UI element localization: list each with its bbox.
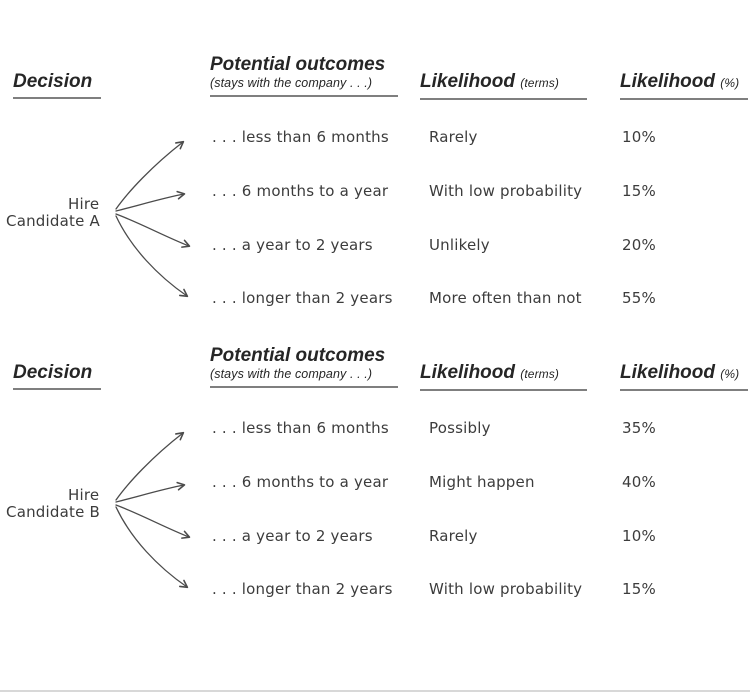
likelihood-terms-title: Likelihood — [420, 71, 515, 92]
column-header-potential-outcomes: Potential outcomes (stays with the compa… — [210, 345, 398, 388]
decision-node-line2: Candidate B — [6, 503, 100, 521]
likelihood-terms-qualifier: (terms) — [520, 76, 559, 90]
outcome-label: . . . 6 months to a year — [212, 473, 389, 491]
likelihood-term: With low probability — [429, 580, 583, 598]
likelihood-term: More often than not — [429, 289, 582, 307]
column-header-likelihood-terms: Likelihood (terms) — [420, 71, 587, 100]
branch-arrow-2 — [115, 481, 186, 503]
likelihood-terms-qualifier: (terms) — [520, 367, 559, 381]
candidate-a-tree: Decision Potential outcomes (stays with … — [0, 0, 750, 312]
outcome-label: . . . longer than 2 years — [212, 289, 393, 307]
outcome-label: . . . less than 6 months — [212, 128, 389, 146]
likelihood-term: Rarely — [429, 527, 478, 545]
decision-header-label: Decision — [13, 362, 93, 383]
branch-arrow-3 — [115, 213, 191, 248]
decision-node-line2: Candidate A — [6, 212, 100, 230]
likelihood-pct-title: Likelihood — [620, 362, 715, 383]
outcomes-header-subtitle: (stays with the company . . .) — [210, 367, 373, 381]
branch-arrow-3 — [115, 504, 191, 539]
outcome-label: . . . a year to 2 years — [212, 527, 373, 545]
likelihood-term: Rarely — [429, 128, 478, 146]
likelihood-percent: 20% — [622, 236, 656, 254]
column-header-likelihood-terms: Likelihood (terms) — [420, 362, 587, 391]
likelihood-term: Unlikely — [429, 236, 490, 254]
likelihood-percent: 10% — [622, 128, 656, 146]
likelihood-term: Possibly — [429, 419, 491, 437]
column-header-decision: Decision — [13, 71, 101, 99]
likelihood-terms-title: Likelihood — [420, 362, 515, 383]
branch-arrow-1 — [115, 431, 185, 501]
column-header-potential-outcomes: Potential outcomes (stays with the compa… — [210, 54, 398, 97]
branch-arrows — [115, 140, 191, 298]
branch-arrows — [115, 431, 191, 589]
branch-arrow-1 — [115, 140, 185, 210]
likelihood-percent: 15% — [622, 182, 656, 200]
outcomes-header-subtitle: (stays with the company . . .) — [210, 76, 373, 90]
outcome-label: . . . a year to 2 years — [212, 236, 373, 254]
column-header-decision: Decision — [13, 362, 101, 390]
likelihood-percent: 10% — [622, 527, 656, 545]
likelihood-pct-qualifier: (%) — [720, 367, 740, 381]
branch-arrow-4 — [115, 215, 189, 298]
outcome-label: . . . 6 months to a year — [212, 182, 389, 200]
likelihood-term: With low probability — [429, 182, 583, 200]
decision-node-label: Hire Candidate A — [0, 196, 106, 230]
branch-arrow-2 — [115, 190, 186, 212]
column-header-likelihood-percent: Likelihood (%) — [620, 362, 748, 391]
outcome-label: . . . less than 6 months — [212, 419, 389, 437]
likelihood-term: Might happen — [429, 473, 535, 491]
outcomes-header-title: Potential outcomes — [210, 54, 386, 75]
likelihood-percent: 15% — [622, 580, 656, 598]
outcomes-header-title: Potential outcomes — [210, 345, 386, 366]
likelihood-percent: 40% — [622, 473, 656, 491]
candidate-b-tree: Decision Potential outcomes (stays with … — [0, 291, 750, 603]
likelihood-percent: 55% — [622, 289, 656, 307]
outcome-label: . . . longer than 2 years — [212, 580, 393, 598]
bottom-divider-line — [0, 690, 750, 692]
likelihood-pct-qualifier: (%) — [720, 76, 740, 90]
decision-node-label: Hire Candidate B — [0, 487, 106, 521]
likelihood-pct-title: Likelihood — [620, 71, 715, 92]
decision-header-label: Decision — [13, 71, 93, 92]
decision-node-line1: Hire — [68, 486, 100, 504]
decision-node-line1: Hire — [68, 195, 100, 213]
column-header-likelihood-percent: Likelihood (%) — [620, 71, 748, 100]
branch-arrow-4 — [115, 506, 189, 589]
likelihood-percent: 35% — [622, 419, 656, 437]
